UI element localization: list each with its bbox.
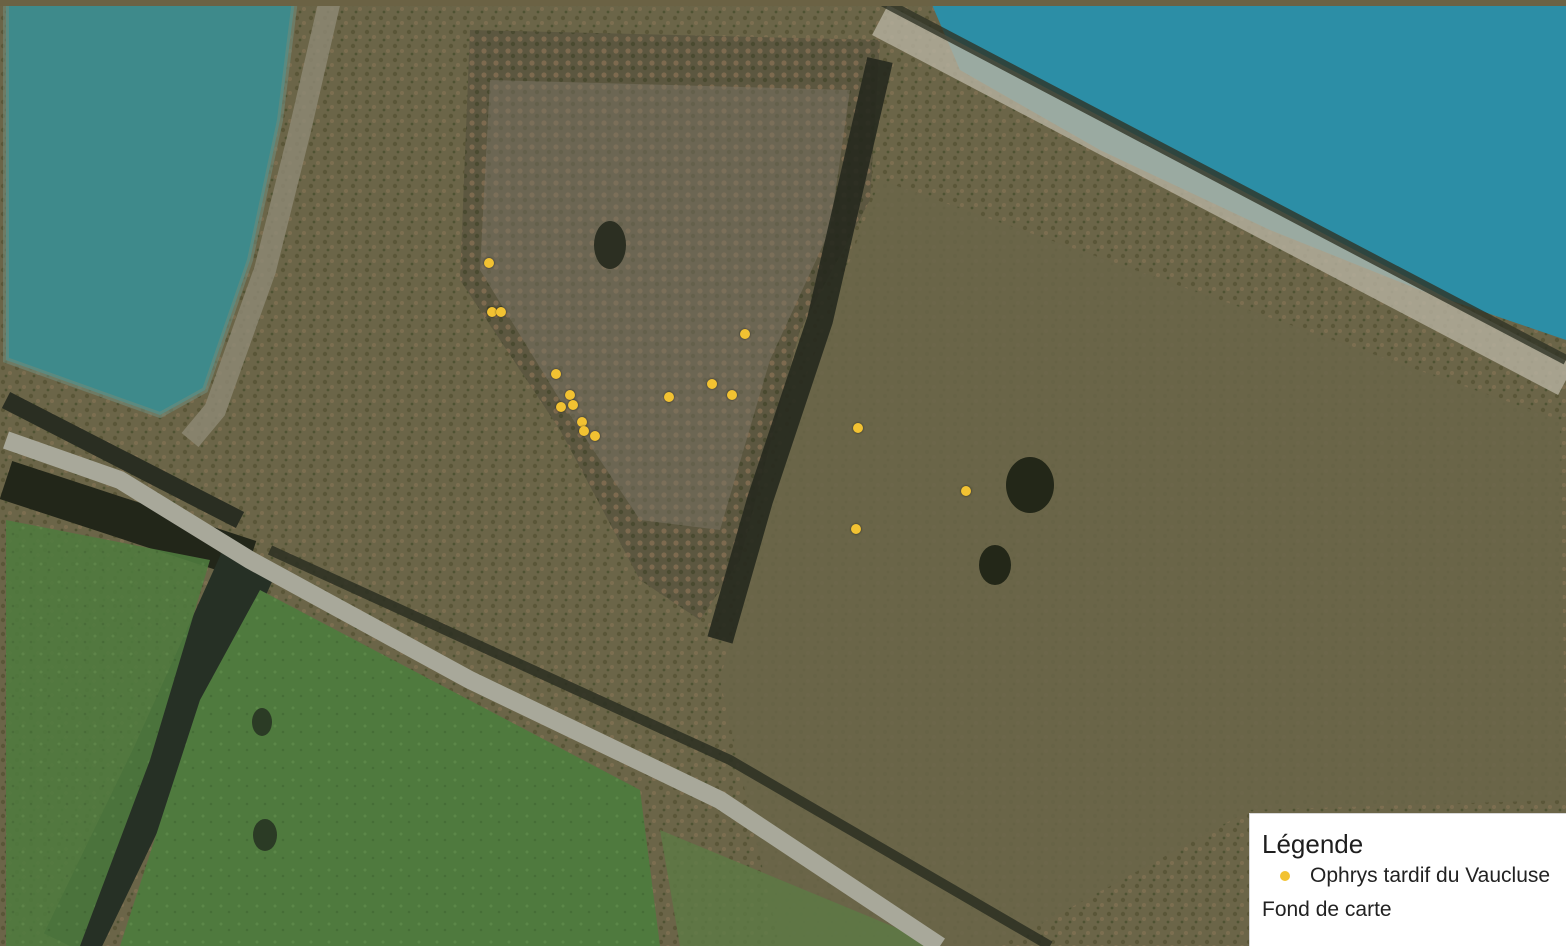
legend-item-label: Ophrys tardif du Vaucluse — [1310, 864, 1551, 887]
road — [3, 431, 945, 946]
legend-item-ophrys[interactable]: Ophrys tardif du Vaucluse — [1262, 860, 1566, 892]
observation-point[interactable] — [727, 390, 737, 400]
observation-point[interactable] — [707, 379, 717, 389]
observation-point[interactable] — [565, 390, 575, 400]
observation-point[interactable] — [579, 426, 589, 436]
observation-point[interactable] — [484, 258, 494, 268]
observation-point[interactable] — [551, 369, 561, 379]
lake-east — [930, 0, 1566, 340]
legend-title: Légende — [1262, 829, 1364, 859]
east-field — [720, 180, 1566, 946]
observation-point[interactable] — [664, 392, 674, 402]
observation-point[interactable] — [851, 524, 861, 534]
lake-west — [6, 0, 295, 415]
observation-point[interactable] — [590, 431, 600, 441]
map-legend: Légende Ophrys tardif du Vaucluse Fond d… — [1249, 813, 1566, 946]
yellow-dot-icon — [1280, 871, 1290, 881]
observation-point[interactable] — [487, 307, 497, 317]
observation-point[interactable] — [853, 423, 863, 433]
observation-point[interactable] — [577, 417, 587, 427]
observation-point[interactable] — [556, 402, 566, 412]
observation-point[interactable] — [740, 329, 750, 339]
meadow-south — [120, 590, 660, 946]
meadow-west — [6, 520, 210, 946]
observation-point[interactable] — [961, 486, 971, 496]
observation-point[interactable] — [496, 307, 506, 317]
legend-basemap-label[interactable]: Fond de carte — [1262, 898, 1392, 921]
observation-point[interactable] — [568, 400, 578, 410]
